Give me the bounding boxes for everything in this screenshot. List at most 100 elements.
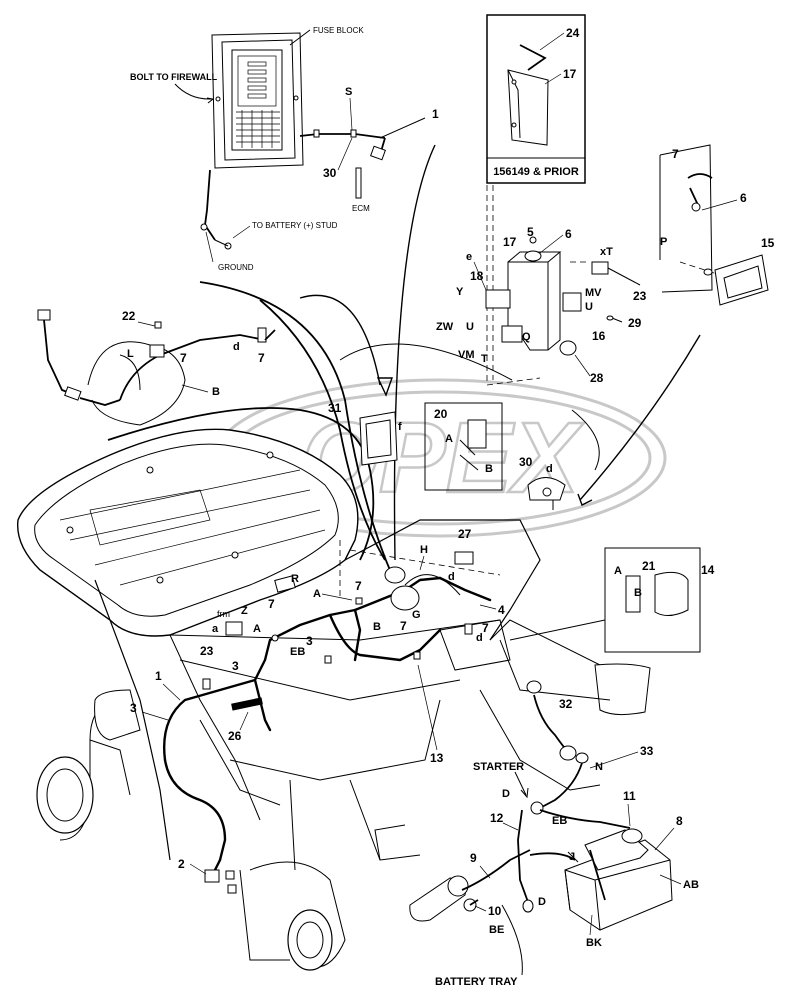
letter-s: S [345,86,352,98]
battery-area: 32 33 N STARTER D EB 11 8 J AB 12 9 10 D… [409,680,699,988]
callout-7-left: 7 [180,351,187,365]
callout-11: 11 [623,789,636,803]
letter-n: N [595,761,603,773]
letter-j: J [569,851,575,863]
fuse-block-label: FUSE BLOCK [313,26,364,35]
callout-22: 22 [122,309,136,323]
letter-eb-starter: EB [552,815,567,827]
letter-frm: frm [217,609,230,619]
callout-14: 14 [701,563,715,577]
callout-15: 15 [761,236,775,250]
callout-23-harness: 23 [200,644,214,658]
letter-q: Q [522,331,531,343]
letter-l: L [127,348,134,360]
callout-17-bracket: 17 [503,235,517,249]
letter-zw: ZW [436,321,454,333]
letter-a-harness: A [253,623,261,635]
letter-h: H [420,544,428,556]
tractor-dash [16,428,359,637]
relay-bracket-assembly: 5 6 17 e 18 Y ZW U VM T Q xT MV U 23 16 … [436,185,647,386]
callout-10: 10 [488,904,502,918]
prior-inset: 24 17 156149 & PRIOR [486,14,586,184]
callout-30-top: 30 [323,166,337,180]
callout-7-right: 7 [482,621,489,635]
letter-ab: AB [683,879,699,891]
letter-a-inset: A [445,433,453,445]
callout-24: 24 [566,26,580,40]
callout-6-light: 6 [740,191,747,205]
callout-30-clamp: 30 [519,455,533,469]
leader-curves [107,144,701,596]
letter-d-harness2: d [476,632,483,644]
tractor-frame [36,519,651,971]
callout-1-top: 1 [432,107,439,121]
letter-d-battery: D [538,896,546,908]
callout-9: 9 [470,851,477,865]
callout-32: 32 [559,697,573,711]
callout-28: 28 [590,371,604,385]
letter-a-inset2: A [614,565,622,577]
callout-17-inset: 17 [563,67,577,81]
letter-e: e [466,251,472,263]
letter-f: f [398,421,402,433]
callout-7-harness: 7 [268,597,275,611]
callout-33: 33 [640,744,654,758]
harness-callouts: 1 3 3 3 26 2 7 R frm Z a 23 A EB A 7 B 7… [130,527,505,875]
letter-vm: VM [458,349,475,361]
letter-g: G [412,609,421,621]
callout-26: 26 [228,729,242,743]
letter-xt: xT [600,246,613,258]
letter-d-left: d [233,341,240,353]
to-battery-stud-label: TO BATTERY (+) STUD [252,221,338,230]
callout-27: 27 [458,527,472,541]
letter-y: Y [456,286,464,298]
ground-label: GROUND [218,263,254,272]
cable-clamp: 30 d [519,455,566,510]
letter-be: BE [489,924,504,936]
switch-housing: 31 f [328,401,402,466]
letter-d-starter: D [502,788,510,800]
fuse-row [247,61,267,99]
callout-21: 21 [642,559,656,573]
letter-b-inset: B [485,463,493,475]
callout-3-right: 3 [306,634,313,648]
light-inset: 21 14 A B [509,547,715,653]
callout-7-left2: 7 [258,351,265,365]
callout-7-light: 7 [672,147,679,161]
callout-18: 18 [470,269,484,283]
connector-inset: 20 A B [424,402,503,491]
letter-eb: EB [290,646,305,658]
ecm-label: ECM [352,204,370,213]
callout-6-bracket: 6 [565,227,572,241]
bolt-to-firewall-label: BOLT TO FIREWALL [130,72,218,82]
letter-r: R [291,573,299,585]
callout-13: 13 [430,751,444,765]
prior-inset-caption: 156149 & PRIOR [493,166,579,178]
callout-20: 20 [434,407,448,421]
callout-2: 2 [178,857,185,871]
left-light-assembly: 22 L 7 d 7 B [37,309,276,426]
callout-8: 8 [676,814,683,828]
light-panel: 7 6 15 P [659,144,775,306]
letter-u-left: U [466,321,474,333]
letter-mv: MV [585,287,602,299]
callout-4: 4 [498,603,505,617]
letter-u-right: U [585,301,593,313]
callout-16: 16 [592,329,606,343]
callout-29: 29 [628,316,642,330]
letter-b-inset2: B [634,587,642,599]
callout-7-center2: 7 [400,619,407,633]
letter-d-clamp: d [546,463,553,475]
letter-a-harness2: A [313,588,321,600]
callout-1-harness: 1 [155,669,162,683]
letter-p: P [660,236,667,248]
callout-3-left: 3 [130,701,137,715]
letter-a-small: a [212,623,219,635]
letter-b-left: B [212,386,220,398]
callout-7-center: 7 [355,579,362,593]
fuse-block-harness: ECM S 30 1 TO BATTERY (+) STUD GROUND [200,86,439,272]
fuse-block-panel: FUSE BLOCK BOLT TO FIREWALL [130,26,364,169]
starter-label: STARTER [473,761,524,773]
letter-bk: BK [586,937,602,949]
